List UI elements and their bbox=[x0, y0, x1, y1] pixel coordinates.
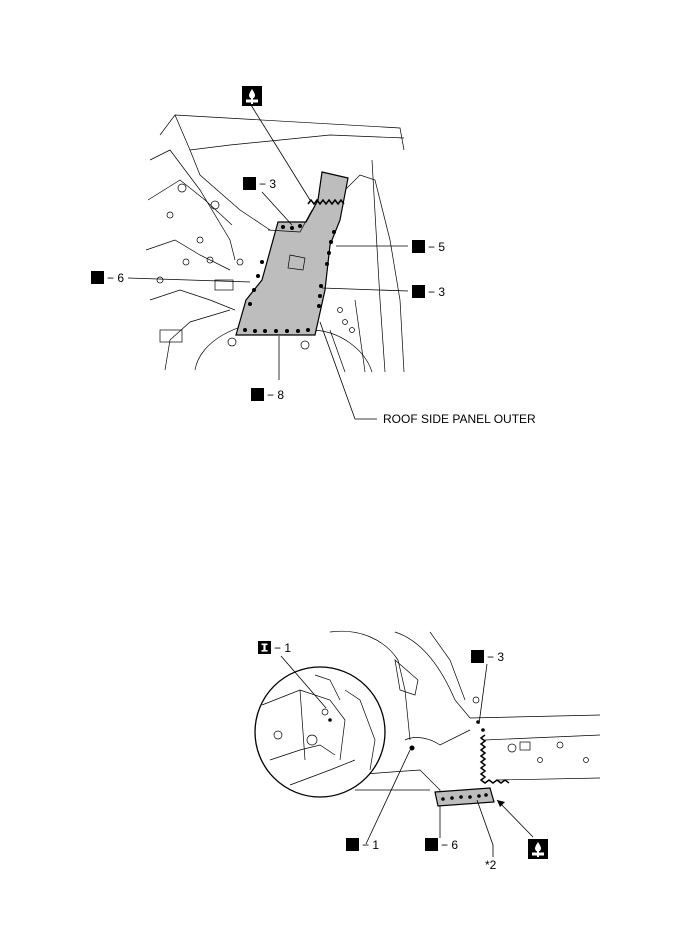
part-label-roof-side-panel-outer: ROOF SIDE PANEL OUTER bbox=[383, 412, 536, 426]
detail-view-circle bbox=[254, 666, 386, 798]
callout-spot-weld-3: − 3 bbox=[487, 650, 504, 664]
top-figure: − 3 − 5 − 6 − 3 − 8 ROOF SIDE PANEL OUTE… bbox=[91, 86, 536, 426]
plug-weld-point bbox=[409, 745, 415, 751]
spot-weld-icon bbox=[412, 240, 425, 253]
braze-line-bottom bbox=[479, 734, 510, 784]
callout-spot-weld-6: − 6 bbox=[107, 271, 124, 285]
spot-weld-icon bbox=[243, 177, 256, 190]
note-label-2: *2 bbox=[485, 858, 497, 872]
spot-weld-icon bbox=[251, 388, 264, 401]
spot-weld-icon bbox=[91, 271, 104, 284]
callout-spot-weld-1: − 1 bbox=[362, 838, 379, 852]
replacement-panel-top bbox=[235, 171, 349, 336]
callout-spot-weld-8: − 8 bbox=[267, 388, 284, 402]
vehicle-body-background-top bbox=[145, 114, 405, 373]
brazing-icon bbox=[528, 839, 548, 859]
spot-weld-icon bbox=[346, 838, 359, 851]
callout-spot-weld-3b: − 3 bbox=[428, 285, 445, 299]
weld-points-top bbox=[243, 224, 336, 333]
spot-weld-icon bbox=[425, 838, 438, 851]
weld-points-bottom bbox=[441, 720, 488, 801]
braze-line-top bbox=[307, 198, 345, 206]
brazing-icon bbox=[242, 86, 262, 106]
callout-plug-weld-1: − 1 bbox=[274, 641, 291, 655]
callout-spot-weld-5: − 5 bbox=[428, 240, 445, 254]
spot-weld-icon bbox=[412, 285, 425, 298]
callout-spot-weld-6: − 6 bbox=[441, 838, 458, 852]
callout-spot-weld-3a: − 3 bbox=[259, 177, 276, 191]
replacement-panel-bottom bbox=[434, 787, 495, 807]
bottom-figure: − 1 − 3 − 1 − 6 *2 bbox=[254, 630, 601, 872]
plug-weld-icon bbox=[258, 641, 271, 654]
spot-weld-icon bbox=[471, 650, 484, 663]
